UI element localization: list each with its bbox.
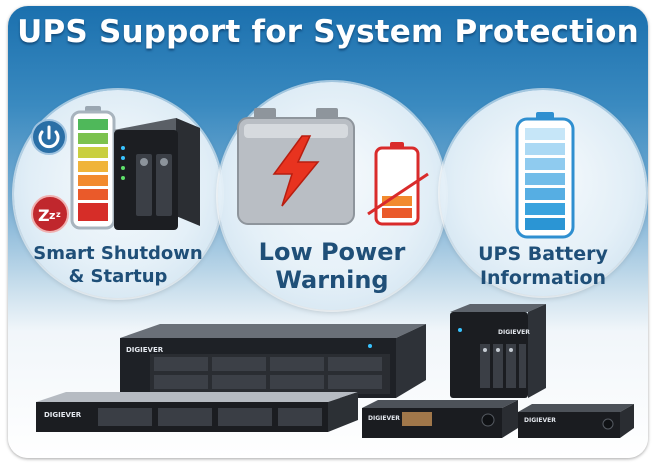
brand-logo-tower: DIGIEVER [498,329,530,336]
blue-battery-icon [515,112,575,239]
lightning-battery-icon [237,108,355,225]
power-icon [31,119,67,155]
feature-label-battery-info: UPS Battery Information [444,242,642,290]
brand-logo-nvr-small: DIGIEVER [524,417,556,424]
brand-logo-rack-1u: DIGIEVER [44,411,82,419]
desktop-nvr-large: DIGIEVER [362,400,518,438]
feature-label-battery-info-line2: Information [479,267,607,289]
rack-server-1u: DIGIEVER [36,392,358,432]
low-battery-icon [367,142,429,226]
rack-server-2u: DIGIEVER [120,324,426,398]
desktop-nvr-small: DIGIEVER [518,404,634,438]
nas-device-icon [114,118,200,230]
feature-label-low-power-line1: Low Power [258,238,406,266]
svg-text:z: z [49,209,55,222]
svg-text:z: z [56,210,61,219]
page-title: UPS Support for System Protection [17,14,639,50]
feature-label-battery-info-line1: UPS Battery [478,243,608,265]
sleep-icon: Z z z [31,195,69,233]
brand-logo-rack-2u: DIGIEVER [126,346,164,354]
feature-label-shutdown-line2: & Startup [68,266,168,287]
brand-logo-nvr-large: DIGIEVER [368,415,400,422]
multicolor-battery-icon [70,106,116,230]
feature-label-shutdown-line1: Smart Shutdown [33,243,203,264]
tower-nas: DIGIEVER [450,304,546,398]
feature-label-shutdown: Smart Shutdown & Startup [18,242,218,288]
banner: UPS Support for System Protection Z z z [8,6,648,458]
feature-label-low-power-line2: Warning [275,266,389,294]
svg-text:Z: Z [38,206,50,225]
feature-label-low-power: Low Power Warning [222,238,442,294]
